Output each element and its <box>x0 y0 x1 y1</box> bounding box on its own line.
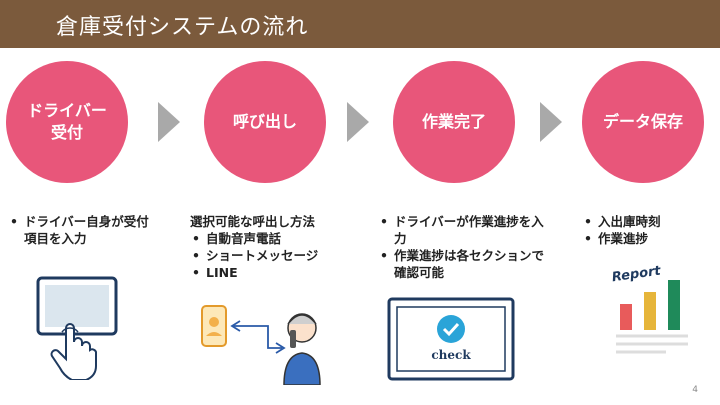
report-chart-icon: Report <box>611 263 688 354</box>
title-bar: 倉庫受付システムの流れ <box>0 0 720 48</box>
step3-item: ドライバーが作業進捗を入力 <box>378 213 548 247</box>
step2-item: ショートメッセージ <box>190 247 360 264</box>
step-circle-call: 呼び出し <box>204 61 326 183</box>
step-circle-data-save: データ保存 <box>582 61 704 183</box>
check-label: check <box>431 348 471 362</box>
page-number: 4 <box>692 385 698 395</box>
check-icon <box>437 315 465 343</box>
step4-description: 入出庫時刻 作業進捗 <box>582 213 712 247</box>
step-circle-work-complete: 作業完了 <box>393 61 515 183</box>
arrow-right-icon <box>540 102 562 142</box>
step2-item: LINE <box>190 264 360 281</box>
step1-item: ドライバー自身が受付項目を入力 <box>8 213 158 247</box>
phone-call-icon <box>201 305 321 385</box>
step3-item: 作業進捗は各セクションで確認可能 <box>378 247 548 281</box>
step3-description: ドライバーが作業進捗を入力 作業進捗は各セクションで確認可能 <box>378 213 548 281</box>
step2-description: 選択可能な呼出し方法 自動音声電話 ショートメッセージ LINE <box>190 213 360 281</box>
step2-lead: 選択可能な呼出し方法 <box>190 214 316 229</box>
slide-title: 倉庫受付システムの流れ <box>56 15 309 40</box>
tablet-touch-icon <box>36 276 118 380</box>
step2-item: 自動音声電話 <box>190 230 360 247</box>
report-label: Report <box>611 263 662 285</box>
check-screen-icon: check <box>387 297 515 381</box>
step4-item: 入出庫時刻 <box>582 213 712 230</box>
arrow-right-icon <box>158 102 180 142</box>
step-circle-driver-reception: ドライバー 受付 <box>6 61 128 183</box>
step4-item: 作業進捗 <box>582 230 712 247</box>
step1-description: ドライバー自身が受付項目を入力 <box>8 213 158 247</box>
arrow-right-icon <box>347 102 369 142</box>
